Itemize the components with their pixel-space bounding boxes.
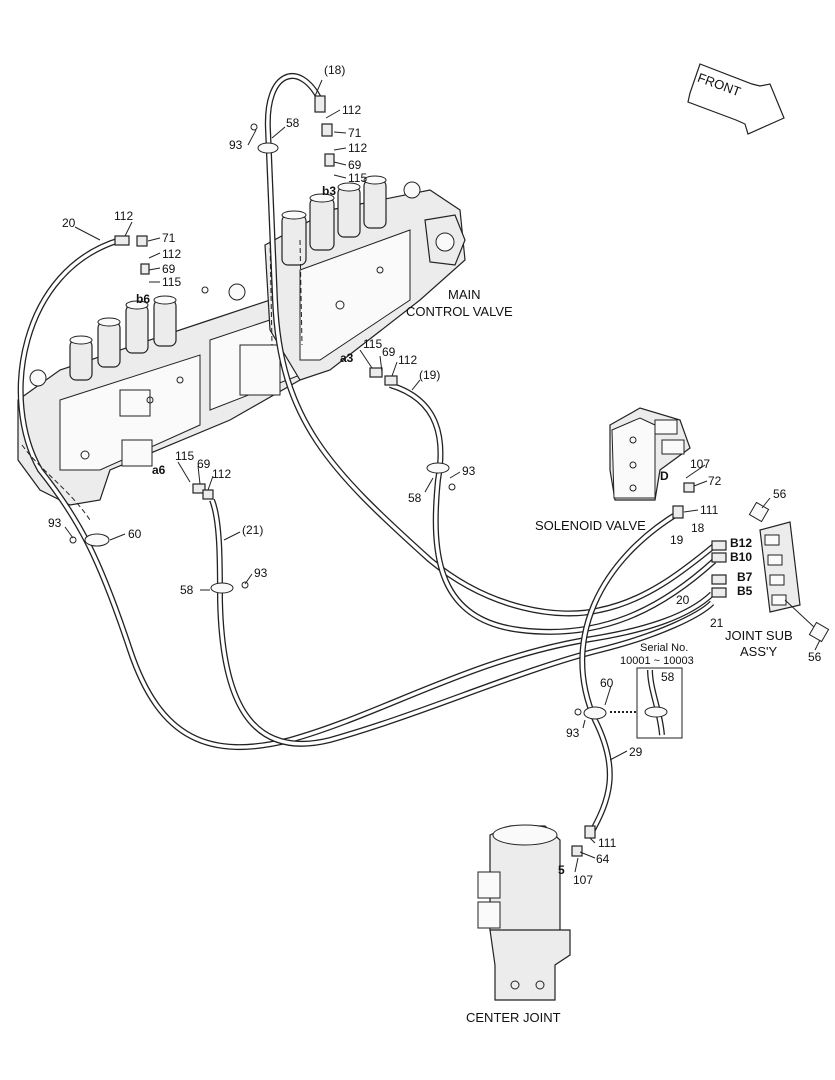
- solenoid-valve: [609, 407, 691, 501]
- label-112-b: 112: [348, 141, 367, 155]
- label-115-a: 115: [348, 171, 367, 185]
- port-B7: B7: [737, 570, 753, 584]
- label-29: 29: [629, 745, 643, 759]
- hidden-hose-mid-a: [269, 239, 273, 346]
- label-93-e: 93: [566, 726, 580, 740]
- label-112-c: 112: [114, 209, 133, 223]
- label-69-b: 69: [162, 262, 176, 276]
- label-115-d: 115: [175, 449, 194, 463]
- label-93-d: 93: [48, 516, 62, 530]
- hose-29: [579, 509, 682, 837]
- label-93-b: 93: [462, 464, 476, 478]
- label-115-c: 115: [363, 337, 382, 351]
- serial-line1: Serial No.: [640, 642, 688, 654]
- serial-part: 58: [661, 670, 675, 684]
- joint-sub-label-1: JOINT SUB: [725, 628, 793, 643]
- label-18: (18): [324, 63, 345, 77]
- port-B10: B10: [730, 550, 752, 564]
- port-D: D: [660, 469, 669, 483]
- serial-line2: 10001 ~ 10003: [620, 655, 694, 667]
- label-69-a: 69: [348, 158, 362, 172]
- label-107-b: 107: [573, 873, 593, 887]
- port-b3: b3: [322, 184, 336, 198]
- label-60-b: 60: [600, 676, 614, 690]
- main-control-valve-label-2: CONTROL VALVE: [406, 304, 513, 319]
- label-111-a: 111: [700, 503, 719, 517]
- hose-19: [389, 382, 717, 635]
- label-69-d: 69: [197, 457, 211, 471]
- port-B5: B5: [737, 584, 753, 598]
- front-arrow: FRONT: [687, 63, 785, 135]
- label-58-a: 58: [286, 116, 300, 130]
- center-joint-label: CENTER JOINT: [466, 1010, 561, 1025]
- label-58-b: 58: [408, 491, 422, 505]
- labels: (18) 112 71 112 69 115 b3 93 58 20 112 7…: [48, 63, 822, 1025]
- clamps: [69, 123, 607, 720]
- label-20: 20: [62, 216, 76, 230]
- port-b6: b6: [136, 292, 150, 306]
- label-21-r: 21: [710, 616, 724, 630]
- label-21-paren: (21): [242, 523, 263, 537]
- label-20-r: 20: [676, 593, 690, 607]
- label-19: (19): [419, 368, 440, 382]
- hidden-hose-left: [21, 444, 91, 521]
- port-a6: a6: [152, 463, 166, 477]
- main-control-valve-upper: [264, 175, 466, 381]
- port-a3: a3: [340, 351, 354, 365]
- joint-sub-assy: [748, 501, 830, 643]
- joint-sub-label-2: ASS'Y: [740, 644, 777, 659]
- label-19-r: 19: [670, 533, 684, 547]
- label-71-a: 71: [348, 126, 362, 140]
- label-115-b: 115: [162, 275, 181, 289]
- label-56-a: 56: [773, 487, 787, 501]
- main-control-valve-label-1: MAIN: [448, 287, 481, 302]
- solenoid-valve-label: SOLENOID VALVE: [535, 518, 646, 533]
- serial-inset: Serial No. 10001 ~ 10003 58: [610, 642, 694, 739]
- leader-lines: [64, 79, 821, 873]
- label-58-c: 58: [180, 583, 194, 597]
- label-93-a: 93: [229, 138, 243, 152]
- label-112-a: 112: [342, 103, 361, 117]
- label-18-r: 18: [691, 521, 705, 535]
- label-112-e: 112: [398, 353, 417, 367]
- label-60-a: 60: [128, 527, 142, 541]
- hose-18: [264, 73, 716, 617]
- label-93-c: 93: [254, 566, 268, 580]
- label-69-c: 69: [382, 345, 396, 359]
- label-112-f: 112: [212, 467, 231, 481]
- port-B12: B12: [730, 536, 752, 550]
- label-72: 72: [708, 474, 722, 488]
- port-5: 5: [558, 863, 565, 877]
- label-64: 64: [596, 852, 610, 866]
- label-111-b: 111: [598, 836, 617, 850]
- hidden-hose-mid-b: [299, 239, 303, 346]
- label-71-b: 71: [162, 231, 176, 245]
- label-107-a: 107: [690, 457, 710, 471]
- label-56-b: 56: [808, 650, 822, 664]
- center-joint: [477, 824, 571, 1001]
- label-112-d: 112: [162, 247, 181, 261]
